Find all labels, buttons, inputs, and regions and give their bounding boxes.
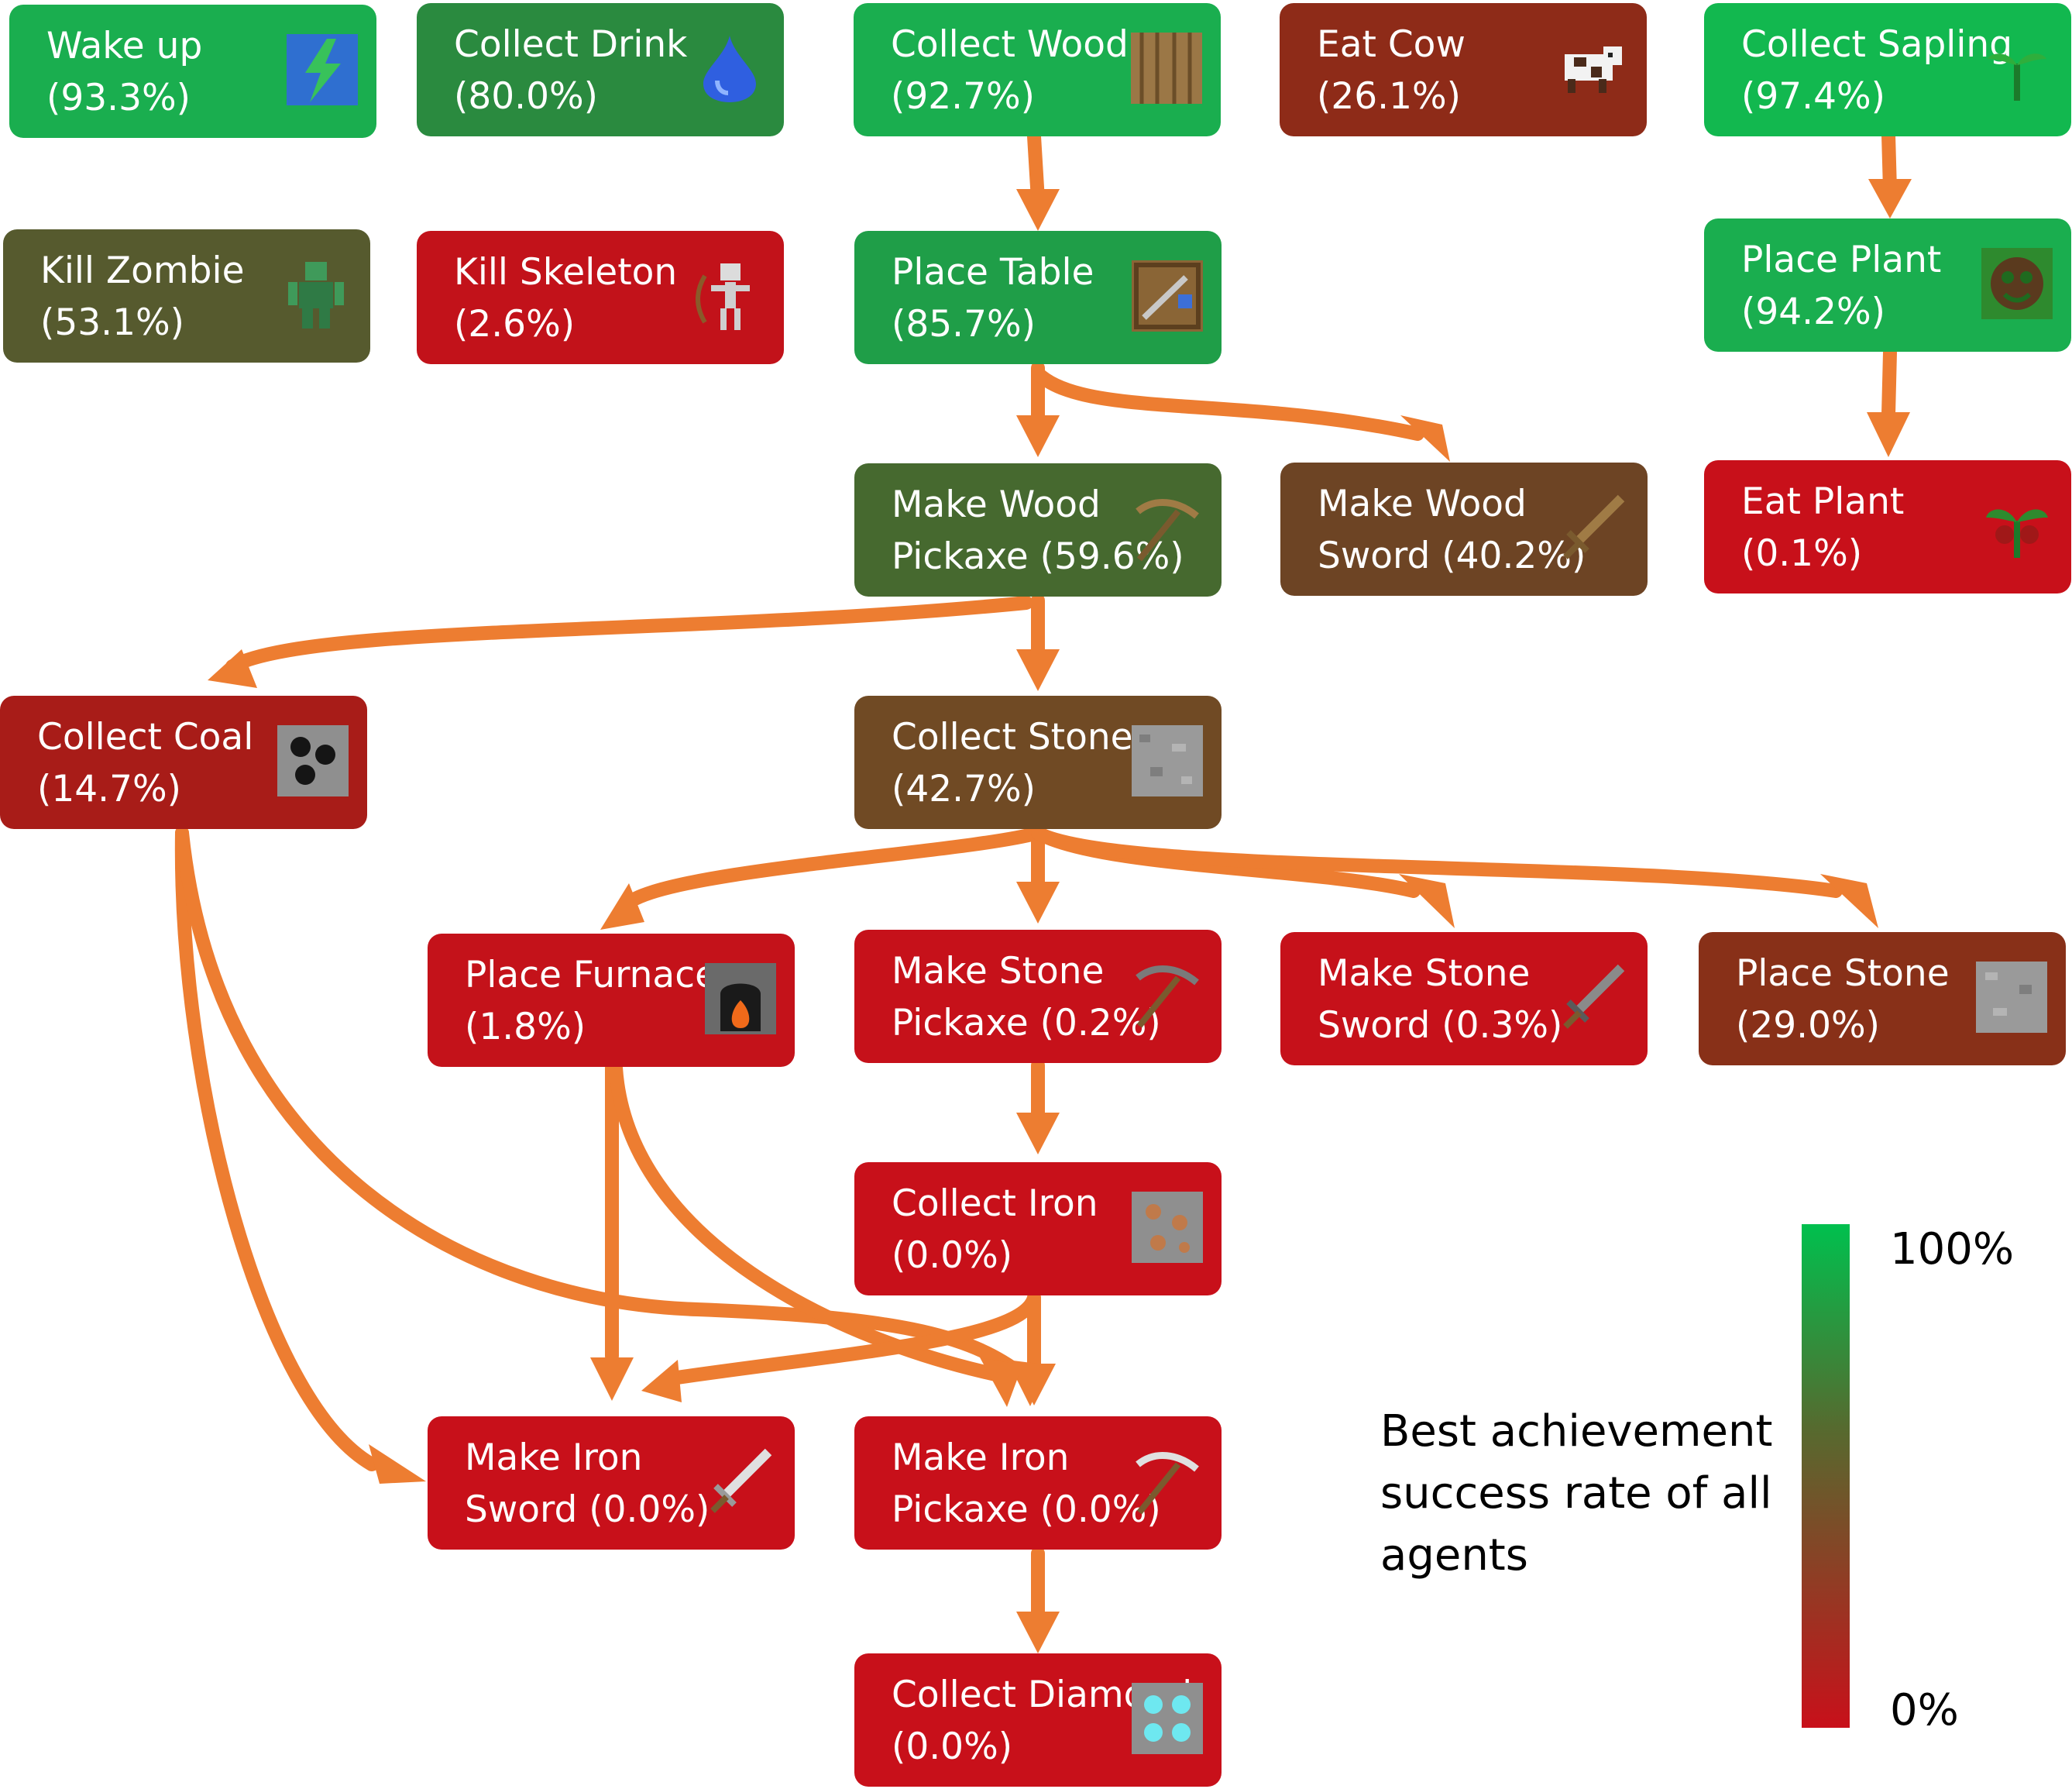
- arrowhead: [1867, 412, 1910, 457]
- node-place-furnace: Place Furnace (1.8%): [428, 934, 795, 1067]
- edge-place-table-to-make-wood-sword: [1031, 366, 1424, 441]
- arrowhead: [208, 649, 257, 688]
- arrowhead: [1016, 649, 1060, 691]
- node-label: Make Wood Pickaxe (59.6%): [892, 483, 1184, 578]
- node-label: Collect Stone (42.7%): [892, 716, 1133, 810]
- edge-collect-coal-to-make-iron-sword: [174, 826, 379, 1471]
- node-make-iron-sword: Make Iron Sword (0.0%): [428, 1416, 795, 1550]
- node-label: Place Stone (29.0%): [1736, 952, 1950, 1047]
- node-make-stone-sword: Make Stone Sword (0.3%): [1280, 932, 1648, 1065]
- edge-collect-stone-to-place-stone: [1031, 826, 1843, 898]
- node-kill-skeleton: Kill Skeleton (2.6%): [417, 231, 784, 364]
- legend-min-label: 0%: [1890, 1685, 1959, 1736]
- node-label: Make Iron Sword (0.0%): [465, 1436, 710, 1531]
- plant-icon: [1981, 248, 2053, 319]
- node-eat-plant: Eat Plant (0.1%): [1704, 460, 2071, 593]
- legend-color-scale: [1802, 1224, 1850, 1728]
- legend-caption: Best achievement success rate of all age…: [1380, 1406, 1773, 1581]
- skeleton-icon: [696, 263, 750, 330]
- arrowhead: [1016, 1113, 1060, 1154]
- node-collect-diamond: Collect Diamond (0.0%): [854, 1653, 1222, 1787]
- arrowhead: [1868, 179, 1912, 218]
- arrowhead: [1012, 1364, 1056, 1405]
- stone-icon: [1132, 725, 1203, 796]
- legend-max-label: 100%: [1890, 1224, 2015, 1275]
- water-drop-icon: [703, 36, 756, 102]
- node-label: Place Table (85.7%): [892, 251, 1094, 346]
- crafting-table-icon: [1132, 260, 1203, 332]
- arrowhead: [1399, 874, 1455, 928]
- node-label: Make Iron Pickaxe (0.0%): [892, 1436, 1161, 1531]
- node-make-wood-pickaxe: Make Wood Pickaxe (59.6%): [854, 463, 1222, 597]
- node-make-iron-pickaxe: Make Iron Pickaxe (0.0%): [854, 1416, 1222, 1550]
- arrowhead: [1820, 874, 1878, 928]
- node-collect-coal: Collect Coal (14.7%): [0, 696, 367, 829]
- node-label: Collect Coal (14.7%): [37, 716, 254, 810]
- node-label: Collect Wood (92.7%): [891, 23, 1129, 118]
- arrowhead: [1016, 882, 1060, 924]
- node-make-stone-pickaxe: Make Stone Pickaxe (0.2%): [854, 930, 1222, 1063]
- node-collect-wood: Collect Wood (92.7%): [854, 3, 1221, 136]
- arrowhead: [1016, 1612, 1060, 1653]
- node-make-wood-sword: Make Wood Sword (40.2%): [1280, 463, 1648, 596]
- zombie-icon: [288, 262, 344, 329]
- node-label: Collect Iron (0.0%): [892, 1182, 1098, 1277]
- node-kill-zombie: Kill Zombie (53.1%): [3, 229, 370, 363]
- edge-collect-stone-to-place-furnace: [628, 826, 1045, 906]
- node-label: Make Stone Pickaxe (0.2%): [892, 950, 1161, 1044]
- furnace-icon: [705, 963, 776, 1034]
- wood-pickaxe-icon: [1136, 499, 1199, 562]
- iron-ore-icon: [1132, 1192, 1203, 1263]
- coal-ore-icon: [277, 725, 349, 796]
- wood-sword-icon: [1563, 494, 1625, 559]
- diamond-ore-icon: [1132, 1683, 1203, 1754]
- ripe-plant-icon: [1986, 509, 2048, 558]
- stone-block-icon: [1976, 962, 2047, 1033]
- node-collect-sapling: Collect Sapling (97.4%): [1704, 3, 2071, 136]
- node-label: Place Plant (94.2%): [1741, 239, 1942, 333]
- iron-sword-icon: [710, 1448, 772, 1513]
- iron-pickaxe-icon: [1136, 1452, 1199, 1515]
- node-collect-stone: Collect Stone (42.7%): [854, 696, 1222, 829]
- node-label: Eat Cow (26.1%): [1317, 23, 1466, 118]
- edge-make-wood-pickaxe-to-collect-coal: [225, 596, 1033, 673]
- lightning-icon: [287, 34, 358, 105]
- node-collect-drink: Collect Drink (80.0%): [417, 3, 784, 136]
- node-label: Kill Skeleton (2.6%): [454, 251, 678, 346]
- node-place-plant: Place Plant (94.2%): [1704, 218, 2071, 352]
- node-label: Place Furnace (1.8%): [465, 954, 717, 1048]
- node-place-table: Place Table (85.7%): [854, 231, 1222, 364]
- stone-pickaxe-icon: [1136, 965, 1199, 1028]
- edge-place-furnace-to-make-iron-pickaxe: [609, 1061, 1006, 1382]
- arrowhead: [1016, 189, 1060, 231]
- stone-sword-icon: [1563, 964, 1625, 1029]
- arrowhead: [641, 1360, 682, 1402]
- node-place-stone: Place Stone (29.0%): [1699, 932, 2066, 1065]
- node-label: Wake up (93.3%): [46, 25, 203, 119]
- cow-icon: [1565, 46, 1622, 93]
- arrowhead: [369, 1444, 426, 1484]
- edge-collect-iron-to-make-iron-sword: [659, 1291, 1041, 1386]
- node-label: Collect Sapling (97.4%): [1741, 23, 2013, 118]
- arrowhead: [1016, 415, 1060, 457]
- node-label: Make Wood Sword (40.2%): [1318, 483, 1586, 577]
- sapling-icon: [1988, 53, 2046, 101]
- edge-place-plant-to-eat-plant: [1881, 346, 1897, 421]
- node-label: Kill Zombie (53.1%): [40, 249, 245, 344]
- arrowhead: [980, 1357, 1022, 1407]
- node-label: Make Stone Sword (0.3%): [1318, 952, 1563, 1047]
- node-eat-cow: Eat Cow (26.1%): [1280, 3, 1647, 136]
- node-wake-up: Wake up (93.3%): [9, 5, 376, 138]
- node-collect-iron: Collect Iron (0.0%): [854, 1162, 1222, 1295]
- node-label: Collect Drink (80.0%): [454, 23, 688, 118]
- arrowhead: [1400, 415, 1450, 462]
- node-label: Eat Plant (0.1%): [1741, 480, 1905, 575]
- arrowhead: [590, 1357, 634, 1401]
- wood-log-icon: [1131, 33, 1202, 104]
- arrowhead: [600, 883, 644, 930]
